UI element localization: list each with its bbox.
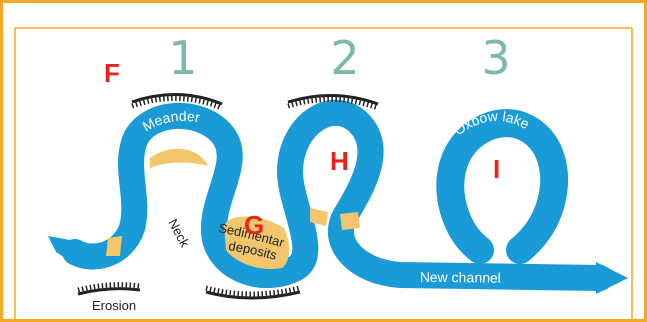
stage-2-number: 2 bbox=[330, 31, 359, 85]
erosion-label: Erosion bbox=[92, 298, 136, 313]
sediment-deposit-neck-right bbox=[340, 212, 360, 230]
stage-3-number: 3 bbox=[481, 31, 510, 85]
stage-1-number: 1 bbox=[168, 31, 197, 85]
callout-h: H bbox=[330, 146, 349, 176]
erosion-marks bbox=[77, 93, 379, 300]
river-channel bbox=[62, 99, 613, 291]
callout-i: I bbox=[493, 154, 500, 184]
sediment-deposit-g bbox=[224, 216, 290, 270]
sediment-deposit-meander bbox=[150, 148, 208, 168]
callout-g: G bbox=[244, 210, 264, 240]
oxbow-lake bbox=[436, 109, 569, 264]
flow-arrow-head bbox=[596, 262, 628, 294]
new-channel-label: New channel bbox=[420, 269, 501, 286]
callout-f: F bbox=[104, 58, 120, 88]
sediment-deposit-inlet bbox=[106, 236, 122, 256]
river-inlet bbox=[48, 236, 74, 264]
sediment-deposit-neck-left bbox=[310, 208, 328, 226]
